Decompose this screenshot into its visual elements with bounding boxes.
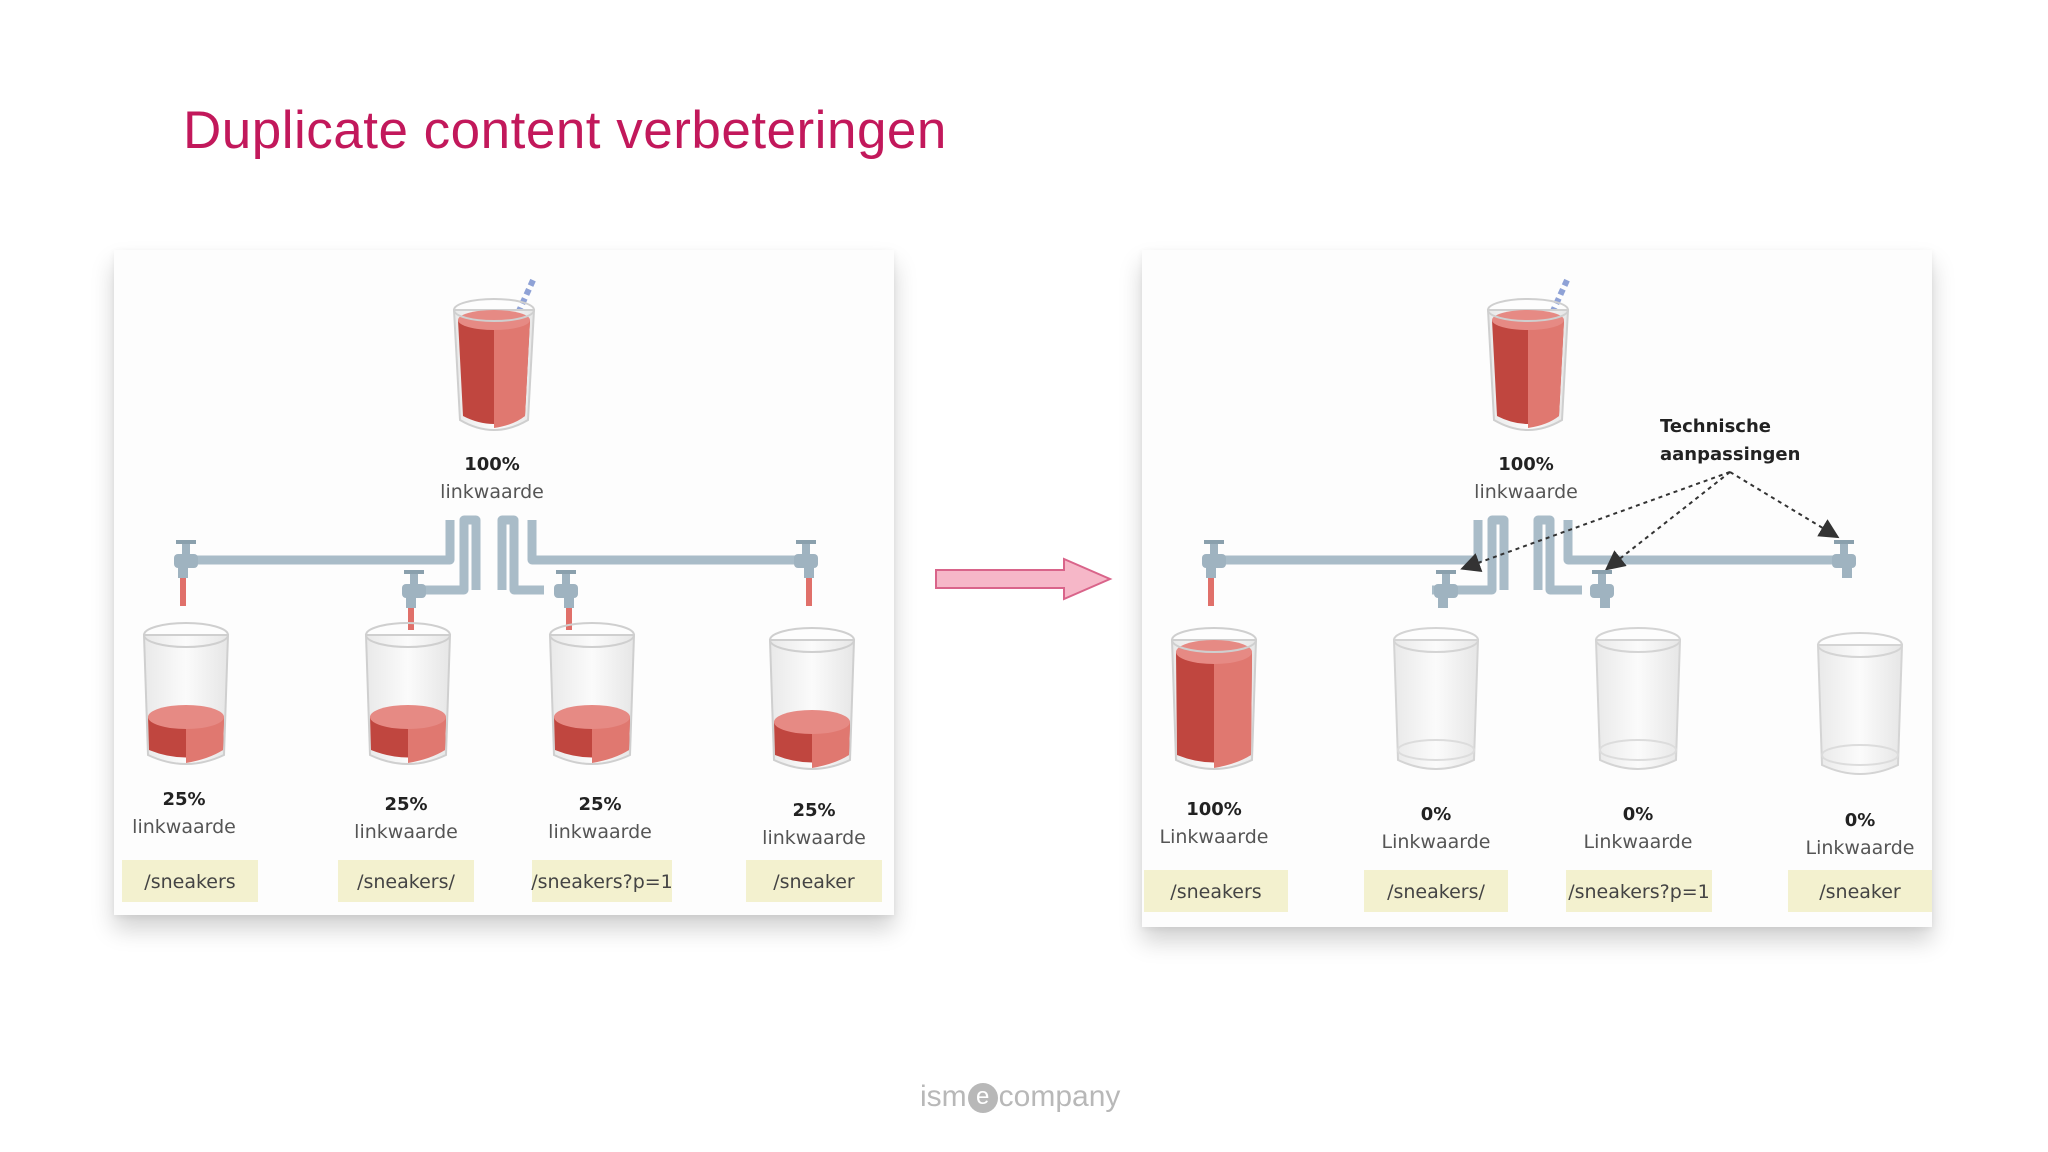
target-glass-4 <box>1816 632 1904 775</box>
panel-before: 100% linkwaarde 25% linkwaarde /sneakers <box>114 250 894 915</box>
url-label: /sneaker <box>1819 881 1901 903</box>
pipe-network <box>1212 515 1842 595</box>
tap-icon <box>174 540 198 606</box>
target-percent: 25% <box>162 789 205 810</box>
tap-icon <box>1202 540 1226 606</box>
target-glass-1 <box>142 622 230 765</box>
logo-e-icon: e <box>967 1083 998 1113</box>
source-label: linkwaarde <box>1474 481 1578 503</box>
tap-icon <box>1590 570 1614 608</box>
source-percent: 100% <box>464 454 520 475</box>
url-label-bg <box>122 860 258 902</box>
annotation-line-1: Technische <box>1660 416 1771 437</box>
url-label-bg <box>746 860 882 902</box>
tap-icon <box>1434 570 1458 608</box>
target-label: Linkwaarde <box>1160 826 1269 848</box>
diagram-after: 100% linkwaarde Technische aanpassingen … <box>1144 276 1932 912</box>
target-percent: 0% <box>1623 804 1654 825</box>
diagram-before: 100% linkwaarde 25% linkwaarde /sneakers <box>122 276 882 902</box>
target-glass-1 <box>1170 627 1258 770</box>
pipe-network <box>184 515 804 595</box>
target-label: linkwaarde <box>548 821 652 843</box>
target-percent: 25% <box>578 794 621 815</box>
url-label-bg <box>1144 870 1288 912</box>
url-label: /sneaker <box>773 871 855 893</box>
url-label: /sneakers <box>1170 881 1261 903</box>
url-label-bg <box>338 860 474 902</box>
logo-text-pre: ism <box>920 1080 967 1113</box>
target-percent: 0% <box>1845 810 1876 831</box>
url-label-bg <box>532 860 672 902</box>
tap-icon <box>402 570 426 630</box>
slide-title: Duplicate content verbeteringen <box>183 101 947 160</box>
target-label: linkwaarde <box>132 816 236 838</box>
url-label-bg <box>1788 870 1932 912</box>
straw-icon <box>1545 276 1571 324</box>
tap-icon <box>554 570 578 630</box>
target-percent: 0% <box>1421 804 1452 825</box>
url-label: /sneakers <box>144 871 235 893</box>
annotation-arrows <box>1460 471 1840 572</box>
target-percent: 25% <box>384 794 427 815</box>
url-label-bg <box>1566 870 1712 912</box>
target-label: linkwaarde <box>354 821 458 843</box>
url-label-bg <box>1364 870 1508 912</box>
target-glass-3 <box>1594 627 1682 770</box>
target-label: Linkwaarde <box>1382 831 1491 853</box>
tap-icon <box>794 540 818 606</box>
target-percent: 25% <box>792 800 835 821</box>
source-glass-icon <box>452 276 537 431</box>
target-glass-2 <box>1392 627 1480 770</box>
tap-icon <box>1832 540 1856 578</box>
straw-icon <box>511 276 537 324</box>
target-glass-2 <box>364 622 452 765</box>
source-label: linkwaarde <box>440 481 544 503</box>
target-label: Linkwaarde <box>1806 837 1915 859</box>
target-glass-4 <box>768 627 856 770</box>
url-label: /sneakers?p=1 <box>531 871 673 893</box>
annotation-line-2: aanpassingen <box>1660 444 1800 465</box>
url-label: /sneakers?p=1 <box>1568 881 1710 903</box>
logo-text-post: company <box>998 1080 1121 1113</box>
arrow-right-icon <box>935 557 1113 601</box>
source-glass-icon <box>1486 276 1571 431</box>
url-label: /sneakers/ <box>1387 881 1485 903</box>
target-label: Linkwaarde <box>1584 831 1693 853</box>
url-label: /sneakers/ <box>357 871 455 893</box>
panel-after: 100% linkwaarde Technische aanpassingen … <box>1142 250 1932 927</box>
target-label: linkwaarde <box>762 827 866 849</box>
target-percent: 100% <box>1186 799 1242 820</box>
target-glass-3 <box>548 622 636 765</box>
source-percent: 100% <box>1498 454 1554 475</box>
